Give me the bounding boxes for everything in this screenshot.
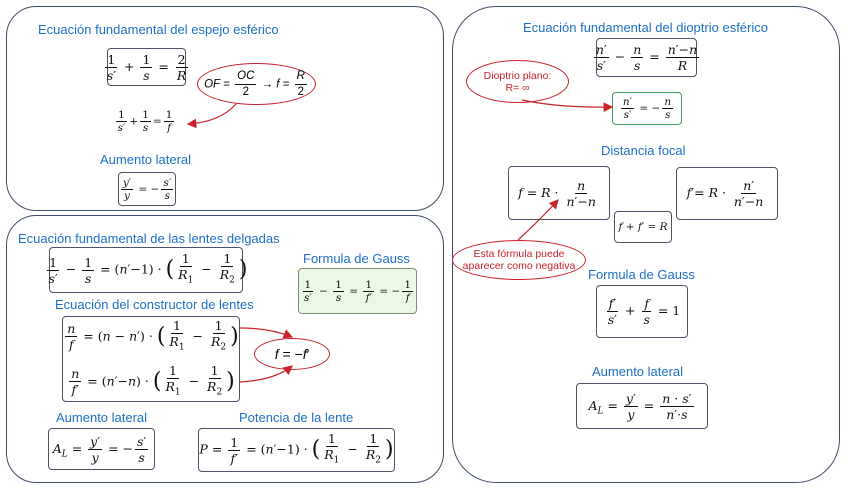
negative-formula-note: Esta fórmula puede aparecer como negativ… — [452, 240, 586, 280]
diopter-lateral-box: AL = y′y = n · s′n′·s — [576, 383, 708, 429]
plane-diopter-note: Dioptrio plano: R= ∞ — [466, 60, 569, 103]
lens-lateral-box: AL = y′y = −s′s — [48, 428, 155, 470]
plane-diopter-line1: Dioptrio plano: — [483, 69, 552, 82]
f-equals-minus-fprime-ellipse: f = −f′ — [254, 338, 330, 370]
lens-lateral-title: Aumento lateral — [56, 410, 148, 425]
negative-note-line2: aparecer como negativa — [462, 260, 576, 272]
power-title: Potencia de la lente — [239, 410, 354, 425]
lens-gauss-title: Formula de Gauss — [303, 251, 410, 266]
mirror-title: Ecuación fundamental del espejo esférico — [38, 22, 279, 37]
mirror-lateral-title: Aumento lateral — [100, 152, 192, 167]
lens-title: Ecuación fundamental de las lentes delga… — [18, 231, 280, 246]
focal-sum-box: f + f′ = R — [614, 211, 672, 243]
mirror-lateral-box: y′y = −s′s — [118, 172, 176, 206]
constructor-title: Ecuación del constructor de lentes — [55, 297, 254, 312]
diopter-title: Ecuación fundamental del dioptrio esféri… — [523, 20, 768, 35]
negative-note-line1: Esta fórmula puede — [473, 248, 565, 260]
focal-image-box: f′= R · n′n′−n — [676, 167, 778, 220]
diopter-lateral-title: Aumento lateral — [592, 364, 684, 379]
diopter-gauss-title: Formula de Gauss — [588, 267, 695, 282]
plane-diopter-line2: R= ∞ — [505, 81, 530, 94]
focal-distance-title: Distancia focal — [601, 143, 686, 158]
